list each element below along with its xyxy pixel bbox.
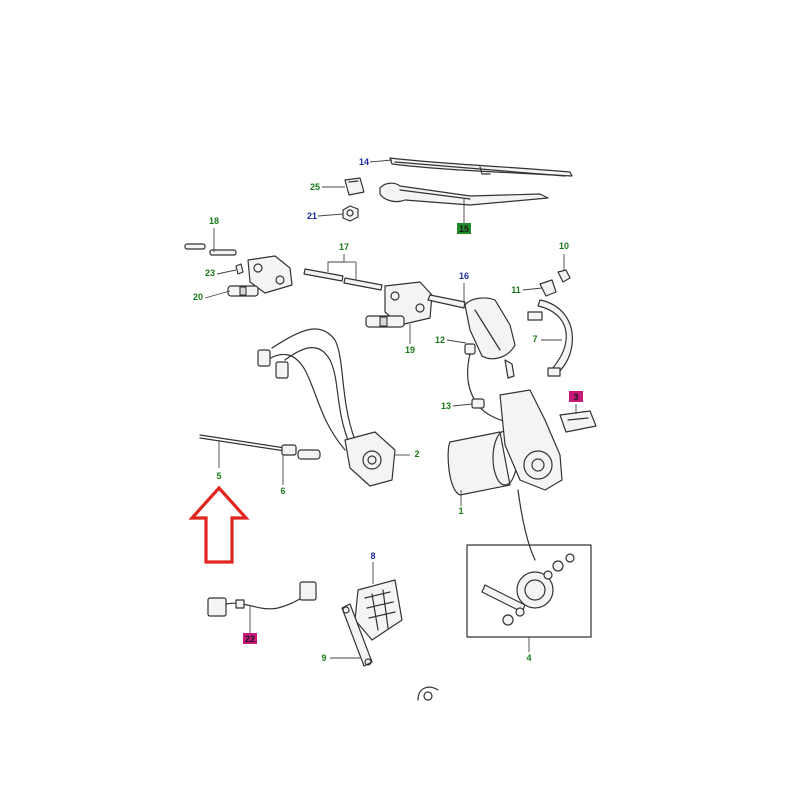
red-arrow-icon [188, 485, 250, 564]
callout-8: 8 [370, 551, 375, 561]
bracket-clip-part [539, 279, 557, 297]
callout-12: 12 [435, 335, 445, 345]
small-clip-part [235, 263, 244, 275]
nut-part [342, 205, 359, 222]
center-pivot-part [365, 281, 466, 328]
harness-bracket-part [257, 328, 396, 487]
callout-3: 3 [573, 392, 578, 402]
wiper-motor-part [447, 389, 563, 561]
screw-part [557, 269, 571, 283]
pump-motor-part [464, 297, 516, 379]
callout-21: 21 [307, 211, 317, 221]
lever-part [341, 603, 373, 667]
callout-25: 25 [310, 182, 320, 192]
callout-4: 4 [526, 653, 531, 663]
callout-11: 11 [511, 285, 521, 295]
linkage-tube-part [303, 268, 383, 291]
callout-box-3 [569, 391, 583, 402]
callout-23: 23 [205, 268, 215, 278]
callout-13: 13 [441, 401, 451, 411]
callout-6: 6 [280, 486, 285, 496]
pin-part [184, 243, 237, 256]
rubber-pad-part [559, 410, 597, 433]
callout-18: 18 [209, 216, 219, 226]
leader-lines [204, 159, 577, 659]
callout-17: 17 [339, 242, 349, 252]
partial-disc-part [417, 686, 439, 701]
callout-19: 19 [405, 345, 415, 355]
callout-10: 10 [559, 241, 569, 251]
callout-box-22 [243, 633, 257, 644]
callout-1: 1 [458, 506, 463, 516]
connector-part [464, 343, 476, 355]
wiper-blade-part [389, 157, 573, 177]
blade-clip-part [344, 177, 365, 196]
wiper-arm-part [379, 182, 549, 206]
callout-22: 22 [245, 634, 255, 644]
drive-cable-part [199, 434, 321, 460]
gear-kit-box [466, 544, 592, 638]
callout-2: 2 [414, 449, 419, 459]
pedal-pad-part [354, 579, 403, 641]
callout-5: 5 [216, 471, 221, 481]
strap-bracket-part [527, 299, 573, 377]
callout-9: 9 [321, 653, 326, 663]
callout-14: 14 [359, 157, 369, 167]
callout-7: 7 [532, 334, 537, 344]
left-pivot-part [227, 255, 293, 297]
wiring-harness-part [207, 581, 317, 617]
callout-16: 16 [459, 271, 469, 281]
callout-20: 20 [193, 292, 203, 302]
callout-15: 15 [459, 224, 469, 234]
callout-box-15 [457, 223, 471, 234]
